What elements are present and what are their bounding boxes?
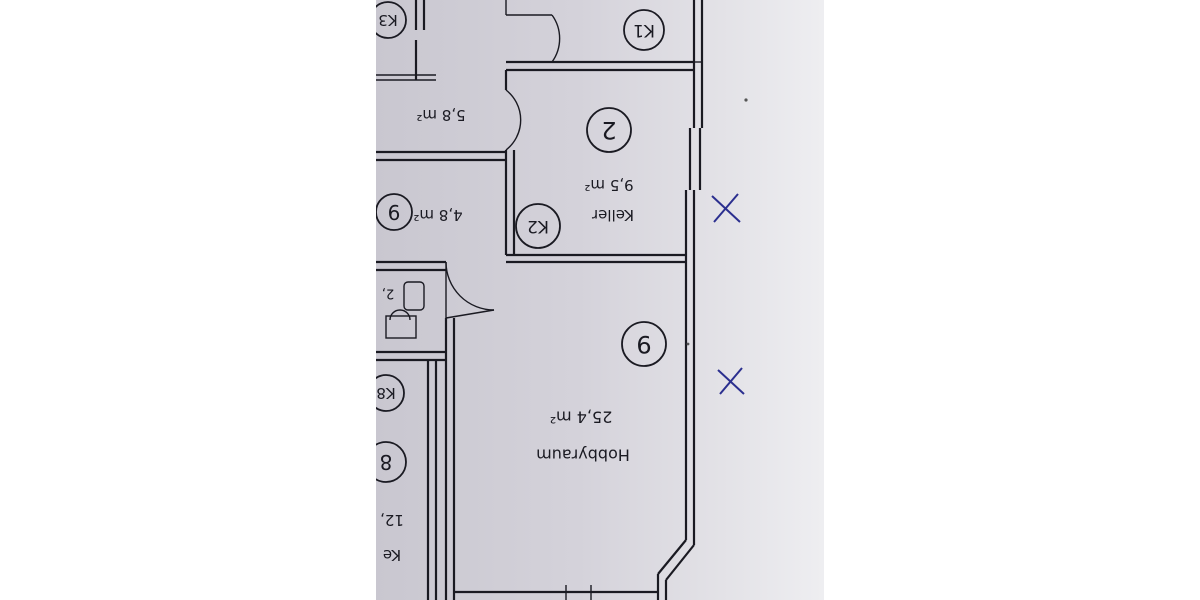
pen-marks: X X — [376, 0, 748, 395]
floor-plan-photo: K1 2 9,5 m² Keller K2 5,8 m² 4,8 m² 9 K3… — [376, 0, 824, 600]
room-keller-number: 2 — [601, 116, 616, 144]
room-keller-name: Keller — [591, 206, 634, 224]
pen-mark-1-text: X — [376, 0, 377, 1]
room-k1-walls — [505, 0, 694, 72]
room-5-8-area: 5,8 m² — [416, 106, 465, 124]
room-left-number: 8 — [380, 450, 393, 474]
tag-k1: K1 — [633, 20, 655, 40]
room-left-name: Ke — [383, 546, 401, 564]
room-keller-area: 9,5 m² — [584, 176, 633, 194]
tag-k8: K8 — [376, 384, 395, 402]
room-hobby-name: Hobbyraum — [536, 446, 630, 465]
room-hobby-area: 25,4 m² — [550, 408, 613, 427]
pen-mark-2-text: X — [376, 0, 377, 1]
room-4-8-area: 4,8 m² — [413, 206, 462, 224]
bottom-wall — [454, 585, 658, 600]
room-4-8-number: 9 — [388, 200, 401, 224]
tag-k2: K2 — [527, 216, 549, 236]
room-keller-walls — [504, 70, 686, 264]
wc-area: 2, — [382, 286, 394, 301]
floor-plan-drawing: K1 2 9,5 m² Keller K2 5,8 m² 4,8 m² 9 K3… — [376, 0, 748, 600]
corridor-walls — [376, 0, 506, 600]
room-labels: K1 2 9,5 m² Keller K2 5,8 m² 4,8 m² 9 K3… — [376, 11, 655, 564]
outer-wall — [656, 0, 704, 600]
room-number-markers — [376, 1, 667, 483]
tag-k3: K3 — [378, 11, 397, 29]
room-hobby-number: 9 — [636, 330, 651, 358]
wc-fixtures — [385, 281, 425, 339]
room-left-area: 12, — [380, 511, 404, 529]
